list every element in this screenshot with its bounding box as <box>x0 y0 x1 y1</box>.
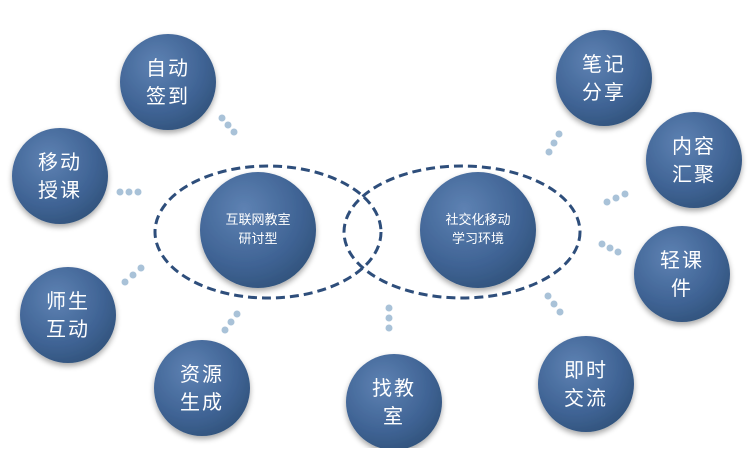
satellite-label-note-sharing: 笔记 分享 <box>556 30 652 126</box>
core-text-left: 互联网教室 研讨型 <box>225 213 291 247</box>
right-core-circle <box>420 172 536 288</box>
satellite-label-resource-generation: 资源 生成 <box>154 340 250 436</box>
satellite-label-find-classroom: 找教 室 <box>346 354 442 450</box>
satellite-label-light-course: 轻课 件 <box>634 226 730 322</box>
satellite-text-mobile-teaching: 移动 授课 <box>38 150 82 202</box>
core-text-right: 社交化移动 学习环境 <box>445 213 511 247</box>
satellite-auto-signin <box>120 34 216 130</box>
satellite-content-aggregation <box>646 112 742 208</box>
satellite-text-teacher-student: 师生 互动 <box>46 289 90 341</box>
satellite-resource-generation <box>154 340 250 436</box>
satellite-text-note-sharing: 笔记 分享 <box>582 52 626 104</box>
satellite-text-content-aggregation: 内容 汇聚 <box>672 134 716 186</box>
satellite-light-course <box>634 226 730 322</box>
core-label-left: 互联网教室 研讨型 <box>200 172 316 288</box>
satellite-label-mobile-teaching: 移动 授课 <box>12 128 108 224</box>
satellite-text-instant-communication: 即时 交流 <box>564 358 608 410</box>
satellite-text-auto-signin: 自动 签到 <box>146 56 190 108</box>
satellite-text-resource-generation: 资源 生成 <box>180 362 224 414</box>
satellite-note-sharing <box>556 30 652 126</box>
satellite-teacher-student <box>20 267 116 363</box>
satellite-label-content-aggregation: 内容 汇聚 <box>646 112 742 208</box>
right-dashed-ring <box>342 164 582 300</box>
satellite-find-classroom <box>346 354 442 448</box>
satellite-instant-communication <box>538 336 634 432</box>
core-label-right: 社交化移动 学习环境 <box>420 172 536 288</box>
satellite-text-find-classroom: 找教 室 <box>372 376 416 428</box>
satellite-mobile-teaching <box>12 128 108 224</box>
left-dashed-ring <box>153 164 383 300</box>
satellite-label-teacher-student: 师生 互动 <box>20 267 116 363</box>
satellite-label-instant-communication: 即时 交流 <box>538 336 634 432</box>
satellite-text-light-course: 轻课 件 <box>660 248 704 300</box>
left-core-circle <box>200 172 316 288</box>
satellite-label-auto-signin: 自动 签到 <box>120 34 216 130</box>
connector-dots <box>116 114 629 334</box>
